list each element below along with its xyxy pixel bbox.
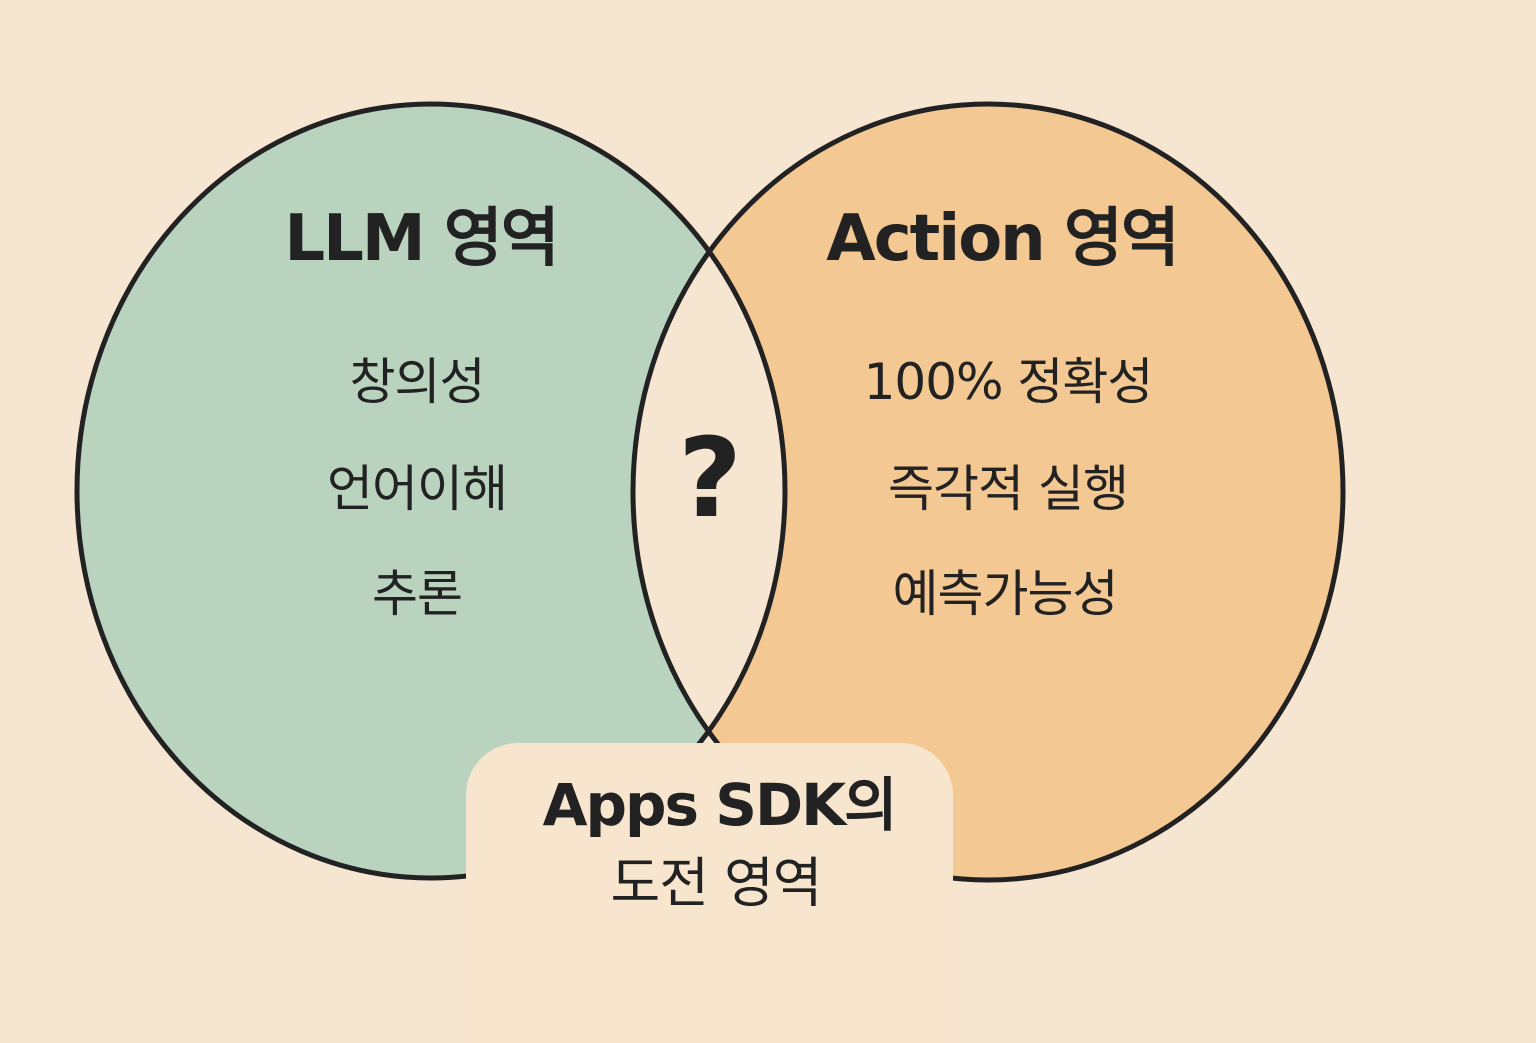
llm-item: 추론 xyxy=(372,565,463,623)
llm-circle xyxy=(77,104,785,878)
question-mark: ? xyxy=(678,414,742,542)
callout-box xyxy=(466,743,953,1043)
llm-circle-outline xyxy=(74,101,788,881)
action-item: 예측가능성 xyxy=(892,565,1119,623)
callout-line2: 도전 영역 xyxy=(610,851,823,915)
action-circle-outline xyxy=(630,101,1346,883)
llm-item: 언어이해 xyxy=(327,460,508,518)
callout-line1: Apps SDK의 xyxy=(542,771,898,839)
action-title: Action 영역 xyxy=(826,202,1180,276)
action-item: 즉각적 실행 xyxy=(888,460,1129,518)
llm-title: LLM 영역 xyxy=(284,202,559,276)
action-circle xyxy=(633,104,1343,880)
llm-item: 창의성 xyxy=(349,353,486,411)
action-item: 100% 정확성 xyxy=(863,353,1154,411)
